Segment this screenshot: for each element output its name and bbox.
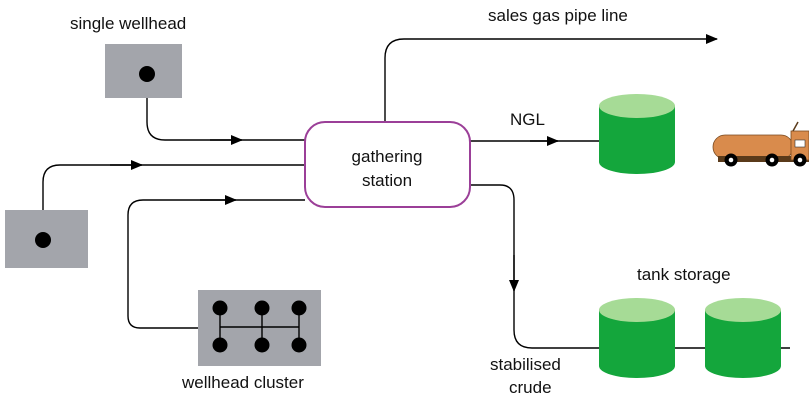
single-wellhead (105, 44, 182, 98)
stabilised-crude-label-line1: stabilised (490, 355, 561, 374)
stabilised-crude-label-line2: crude (509, 378, 552, 397)
tanker-truck-icon (712, 121, 809, 167)
truck-tank (712, 134, 794, 160)
gathering-station-box (304, 121, 471, 208)
flow-cluster-to-station (127, 199, 305, 329)
storage-tank-body (599, 310, 675, 378)
left-wellhead (5, 210, 88, 268)
cluster-connector-lines (219, 308, 300, 345)
cluster-wellhead-dot (291, 300, 307, 316)
gathering-station-label-line2: station (362, 171, 412, 190)
ngl-tank-top (599, 94, 675, 118)
storage-tank-2 (705, 298, 781, 378)
cluster-wellhead-dot (254, 337, 270, 353)
wellhead-dot (35, 232, 51, 248)
flow-single-wellhead-to-station (146, 76, 305, 141)
cluster-wellhead-dot (254, 300, 270, 316)
ngl-tank (599, 94, 675, 174)
storage-tank-body (705, 310, 781, 378)
truck-wheel-hub (769, 157, 775, 163)
ngl-label: NGL (510, 110, 545, 129)
cluster-wellhead-dot (291, 337, 307, 353)
wellhead-cluster-label: wellhead cluster (181, 373, 304, 392)
ngl-tank-body (599, 106, 675, 174)
gathering-station-label-line1: gathering (352, 147, 423, 166)
sales-gas-pipeline-label: sales gas pipe line (488, 6, 628, 25)
truck-chassis (718, 156, 809, 162)
storage-tank-top (599, 298, 675, 322)
wellhead-cluster (198, 290, 321, 366)
flow-station-to-sales-gas (384, 34, 718, 122)
truck-wheel-hub (797, 157, 803, 163)
truck-wheel-hub (728, 157, 734, 163)
storage-tank-top (705, 298, 781, 322)
tank-storage-label: tank storage (637, 265, 731, 284)
single-wellhead-label: single wellhead (70, 14, 186, 33)
truck-window (794, 139, 806, 148)
truck-exhaust (792, 121, 799, 132)
flow-left-wellhead-to-station (42, 164, 305, 240)
cluster-wellhead-dot (212, 300, 228, 316)
gathering-station: gathering station (304, 121, 471, 208)
cluster-wellhead-dot (212, 337, 228, 353)
storage-tank-1 (599, 298, 675, 378)
wellhead-dot (139, 66, 155, 82)
